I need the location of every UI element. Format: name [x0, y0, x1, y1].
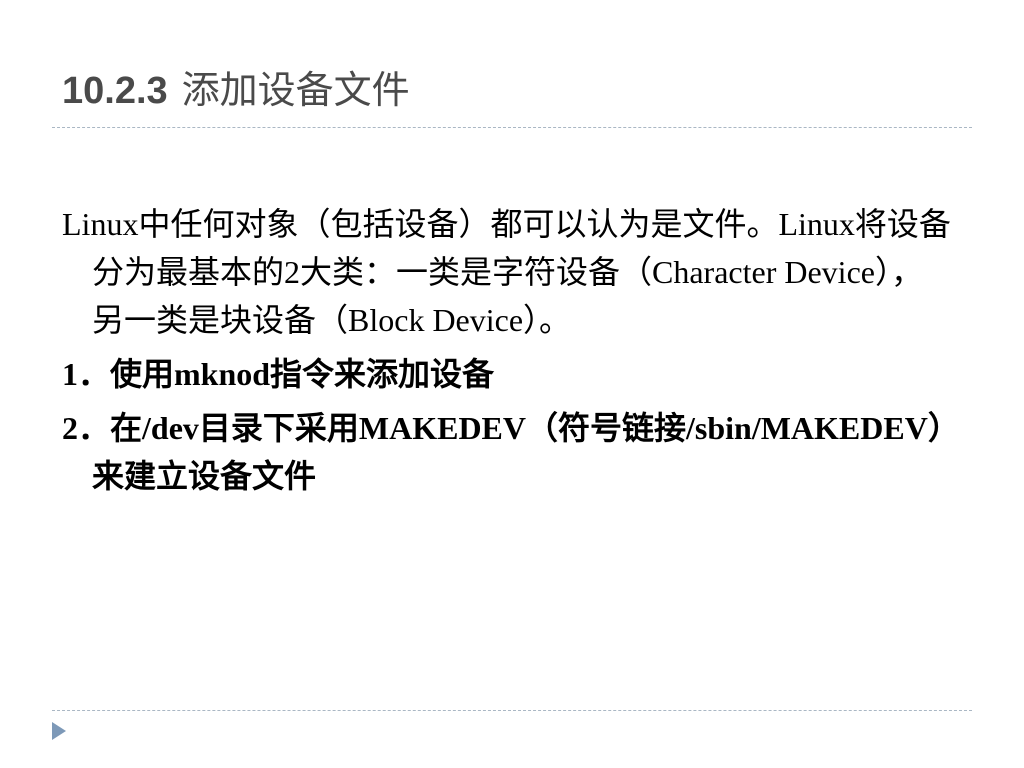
method-1-paragraph: 1．使用mknod指令来添加设备 [62, 356, 495, 392]
slide-title: 10.2.3 添加设备文件 [62, 72, 410, 110]
intro-paragraph: Linux中任何对象（包括设备）都可以认为是文件。Linux将设备分为最基本的2… [62, 206, 951, 338]
title-divider [52, 127, 972, 128]
title-number: 10.2.3 [62, 70, 168, 112]
slide-body: Linux中任何对象（包括设备）都可以认为是文件。Linux将设备分为最基本的2… [62, 200, 952, 500]
triangle-right-icon[interactable] [52, 722, 66, 740]
title-text: 添加设备文件 [181, 70, 410, 112]
method-2-paragraph: 2．在/dev目录下采用MAKEDEV（符号链接/sbin/MAKEDEV）来建… [62, 410, 944, 494]
footer-divider [52, 710, 972, 711]
